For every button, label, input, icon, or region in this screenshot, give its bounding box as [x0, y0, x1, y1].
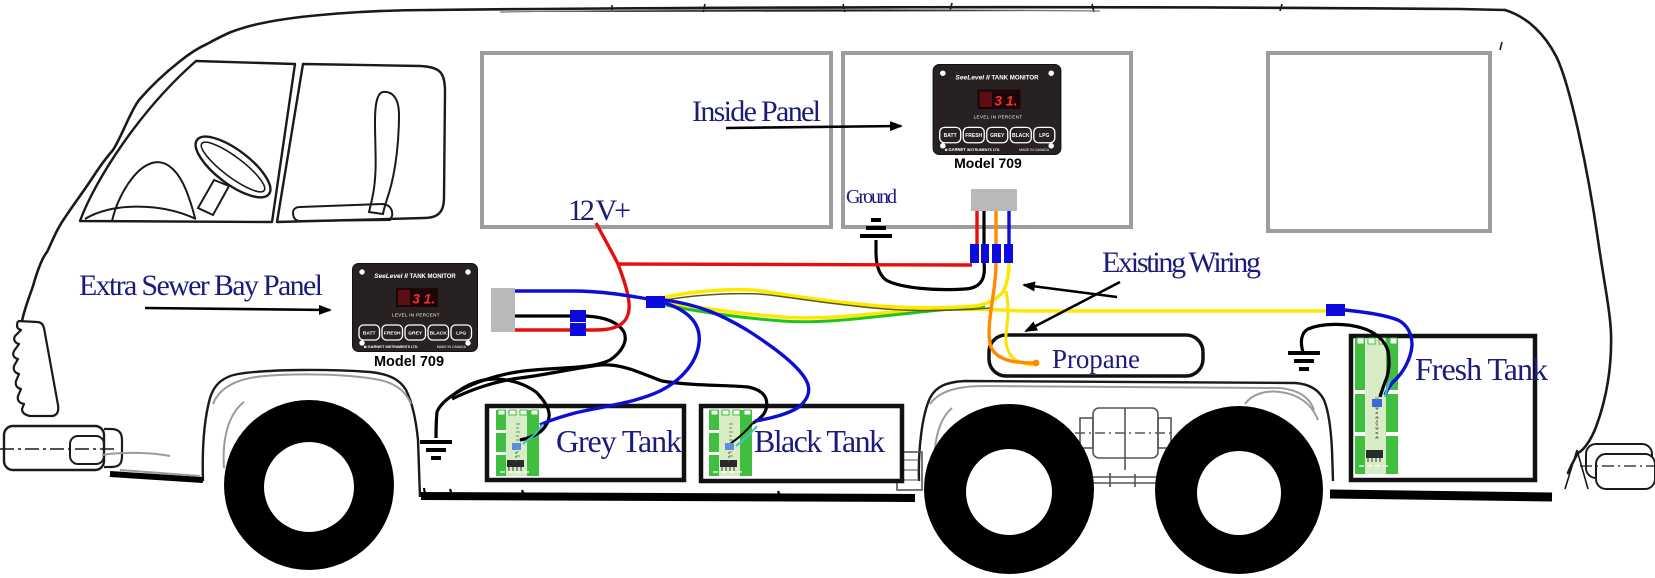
svg-text:Existing Wiring: Existing Wiring	[1102, 246, 1261, 279]
svg-text:Model 709: Model 709	[954, 155, 1022, 171]
svg-text:Fresh Tank: Fresh Tank	[1415, 351, 1548, 387]
svg-text:Black Tank: Black Tank	[754, 423, 885, 459]
svg-text:Ground: Ground	[846, 186, 897, 208]
svg-text:Model 709: Model 709	[374, 354, 444, 370]
svg-text:Inside Panel: Inside Panel	[692, 95, 821, 128]
svg-text:12 V+: 12 V+	[568, 194, 631, 227]
svg-text:Grey Tank: Grey Tank	[556, 423, 682, 459]
svg-text:Extra Sewer Bay Panel: Extra Sewer Bay Panel	[79, 269, 323, 302]
svg-text:Propane: Propane	[1052, 344, 1140, 374]
